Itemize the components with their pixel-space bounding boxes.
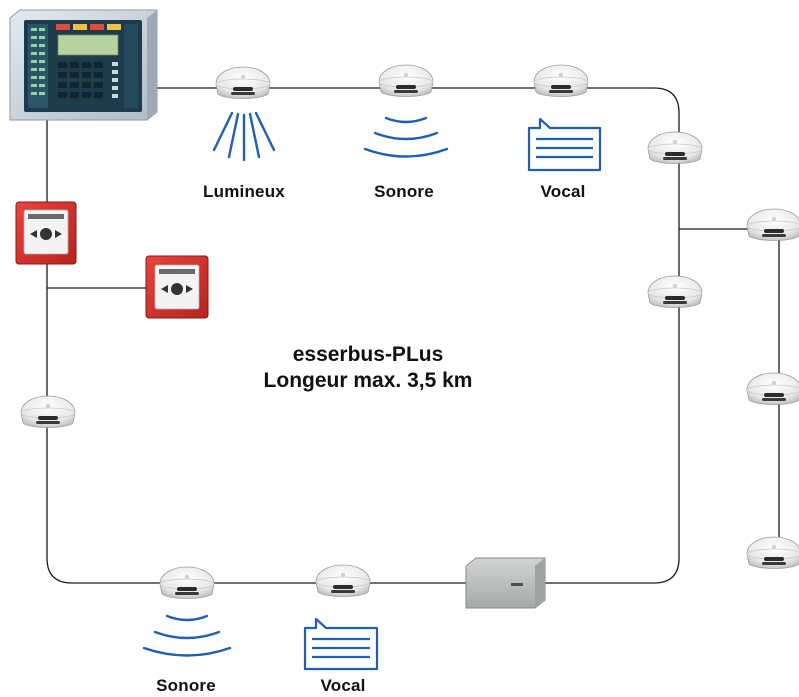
sound-waves-icon — [142, 614, 232, 657]
smoke-detector-icon — [378, 64, 434, 97]
bus-description: esserbus-PLus Longeur max. 3,5 km — [208, 342, 528, 394]
label-top-voice: Vocal — [540, 182, 586, 201]
smoke-detector-icon — [315, 564, 371, 597]
bus-loop-line — [46, 87, 680, 584]
manual-call-point-icon — [15, 201, 77, 265]
fire-control-panel-icon — [9, 9, 158, 121]
light-rays-icon — [212, 111, 276, 162]
smoke-detector-icon — [746, 208, 799, 241]
voice-message-icon — [303, 617, 379, 671]
smoke-detector-icon — [215, 66, 271, 99]
smoke-detector-icon — [533, 64, 589, 97]
interface-module-icon — [465, 557, 546, 609]
label-bottom-sound: Sonore — [156, 676, 216, 695]
smoke-detector-icon — [647, 131, 703, 164]
voice-message-icon — [527, 117, 602, 172]
label-bottom-voice: Vocal — [320, 676, 366, 695]
smoke-detector-icon — [746, 536, 799, 569]
label-top-sound: Sonore — [374, 182, 434, 201]
bus-name: esserbus-PLus — [292, 343, 444, 366]
bus-length: Longeur max. 3,5 km — [263, 369, 473, 392]
smoke-detector-icon — [746, 372, 799, 405]
smoke-detector-icon — [20, 395, 76, 428]
smoke-detector-icon — [647, 275, 703, 308]
sound-waves-icon — [363, 116, 449, 158]
smoke-detector-icon — [159, 566, 215, 599]
label-top-light: Lumineux — [203, 182, 285, 201]
manual-call-point-icon — [145, 255, 209, 319]
